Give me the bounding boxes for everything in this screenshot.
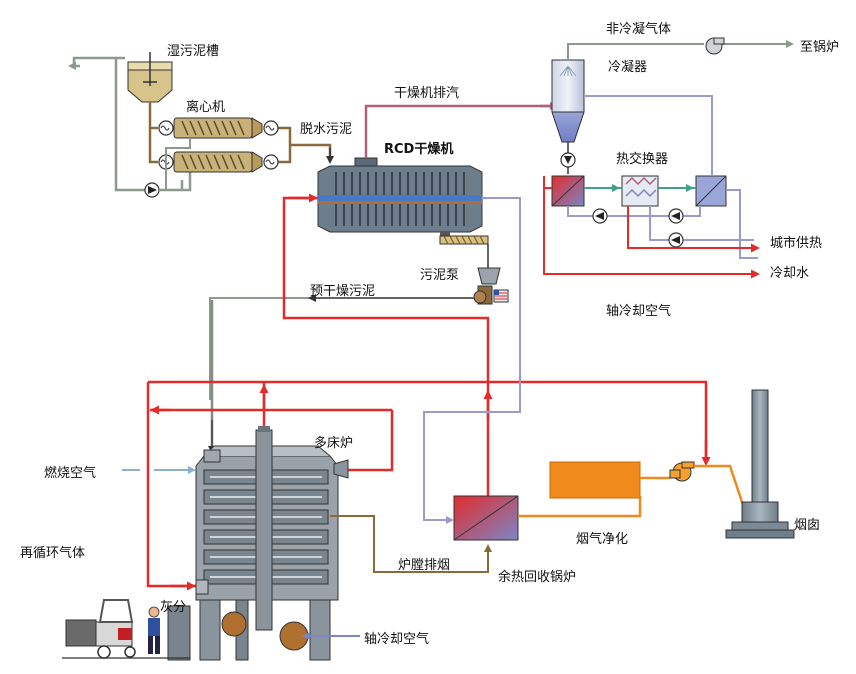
exhaust-return-lines bbox=[423, 197, 521, 521]
dryer-exhaust-line bbox=[364, 104, 556, 158]
label-shaft-cooling-air-bottom: 轴冷却空气 bbox=[364, 632, 430, 647]
sludge-pump bbox=[473, 267, 509, 305]
label-rcd-dryer: RCD干燥机 bbox=[384, 142, 454, 157]
chimney bbox=[725, 389, 795, 539]
label-recirculated-gas: 再循环气体 bbox=[20, 546, 86, 561]
label-furnace-exhaust: 炉膛排烟 bbox=[398, 558, 451, 573]
label-multiple-hearth-furnace: 多床炉 bbox=[314, 436, 354, 451]
label-sludge-pump: 污泥泵 bbox=[420, 268, 460, 283]
label-predried-sludge: 预干燥污泥 bbox=[310, 284, 376, 299]
heat-exchanger-lines bbox=[543, 95, 758, 275]
label-non-condensable-gas: 非冷凝气体 bbox=[606, 22, 672, 37]
wet-sludge-tank bbox=[127, 52, 173, 103]
label-condenser: 冷凝器 bbox=[608, 60, 648, 75]
centrifuge-outlet-lines bbox=[165, 138, 191, 190]
flue-fan-icon bbox=[669, 461, 695, 482]
heat-exchanger-group bbox=[551, 175, 727, 207]
label-combustion-air: 燃烧空气 bbox=[44, 466, 97, 481]
label-to-boiler: 至锅炉 bbox=[800, 40, 840, 55]
forklift-icon bbox=[62, 599, 190, 659]
filtrate-pump-icon bbox=[144, 182, 160, 198]
label-dryer-exhaust: 干燥机排汽 bbox=[394, 86, 460, 101]
label-waste-heat-boiler: 余热回收锅炉 bbox=[498, 570, 577, 585]
label-centrifuge: 离心机 bbox=[186, 100, 226, 115]
condenser bbox=[551, 59, 585, 174]
label-chimney: 烟囱 bbox=[794, 518, 821, 533]
boiler-to-cleaning-line bbox=[518, 496, 642, 518]
centrifuge-2 bbox=[173, 151, 263, 173]
centrifuge-1 bbox=[173, 117, 263, 139]
label-shaft-cooling-air-top: 轴冷却空气 bbox=[606, 304, 672, 319]
hx-pumps bbox=[592, 208, 684, 248]
label-cooling-water: 冷却水 bbox=[770, 266, 810, 281]
screw-conveyor bbox=[439, 232, 489, 268]
waste-heat-boiler bbox=[453, 495, 519, 541]
label-wet-sludge-tank: 湿污泥槽 bbox=[167, 44, 220, 59]
rcd-dryer bbox=[317, 157, 483, 233]
label-city-heating: 城市供热 bbox=[770, 236, 823, 251]
label-dewatered-sludge: 脱水污泥 bbox=[300, 122, 353, 137]
flue-gas-cleaning-unit bbox=[549, 461, 641, 499]
multiple-hearth-furnace bbox=[167, 426, 349, 661]
label-ash: 灰分 bbox=[160, 600, 187, 615]
predried-sludge-line bbox=[209, 294, 474, 450]
worker-icon bbox=[148, 606, 160, 654]
non-condensable-gas-line bbox=[567, 43, 790, 60]
blower-icon bbox=[705, 37, 725, 55]
label-heat-exchanger: 热交换器 bbox=[616, 152, 669, 167]
label-flue-gas-cleaning: 烟气净化 bbox=[576, 532, 629, 547]
fan-to-chimney-line bbox=[694, 464, 751, 522]
